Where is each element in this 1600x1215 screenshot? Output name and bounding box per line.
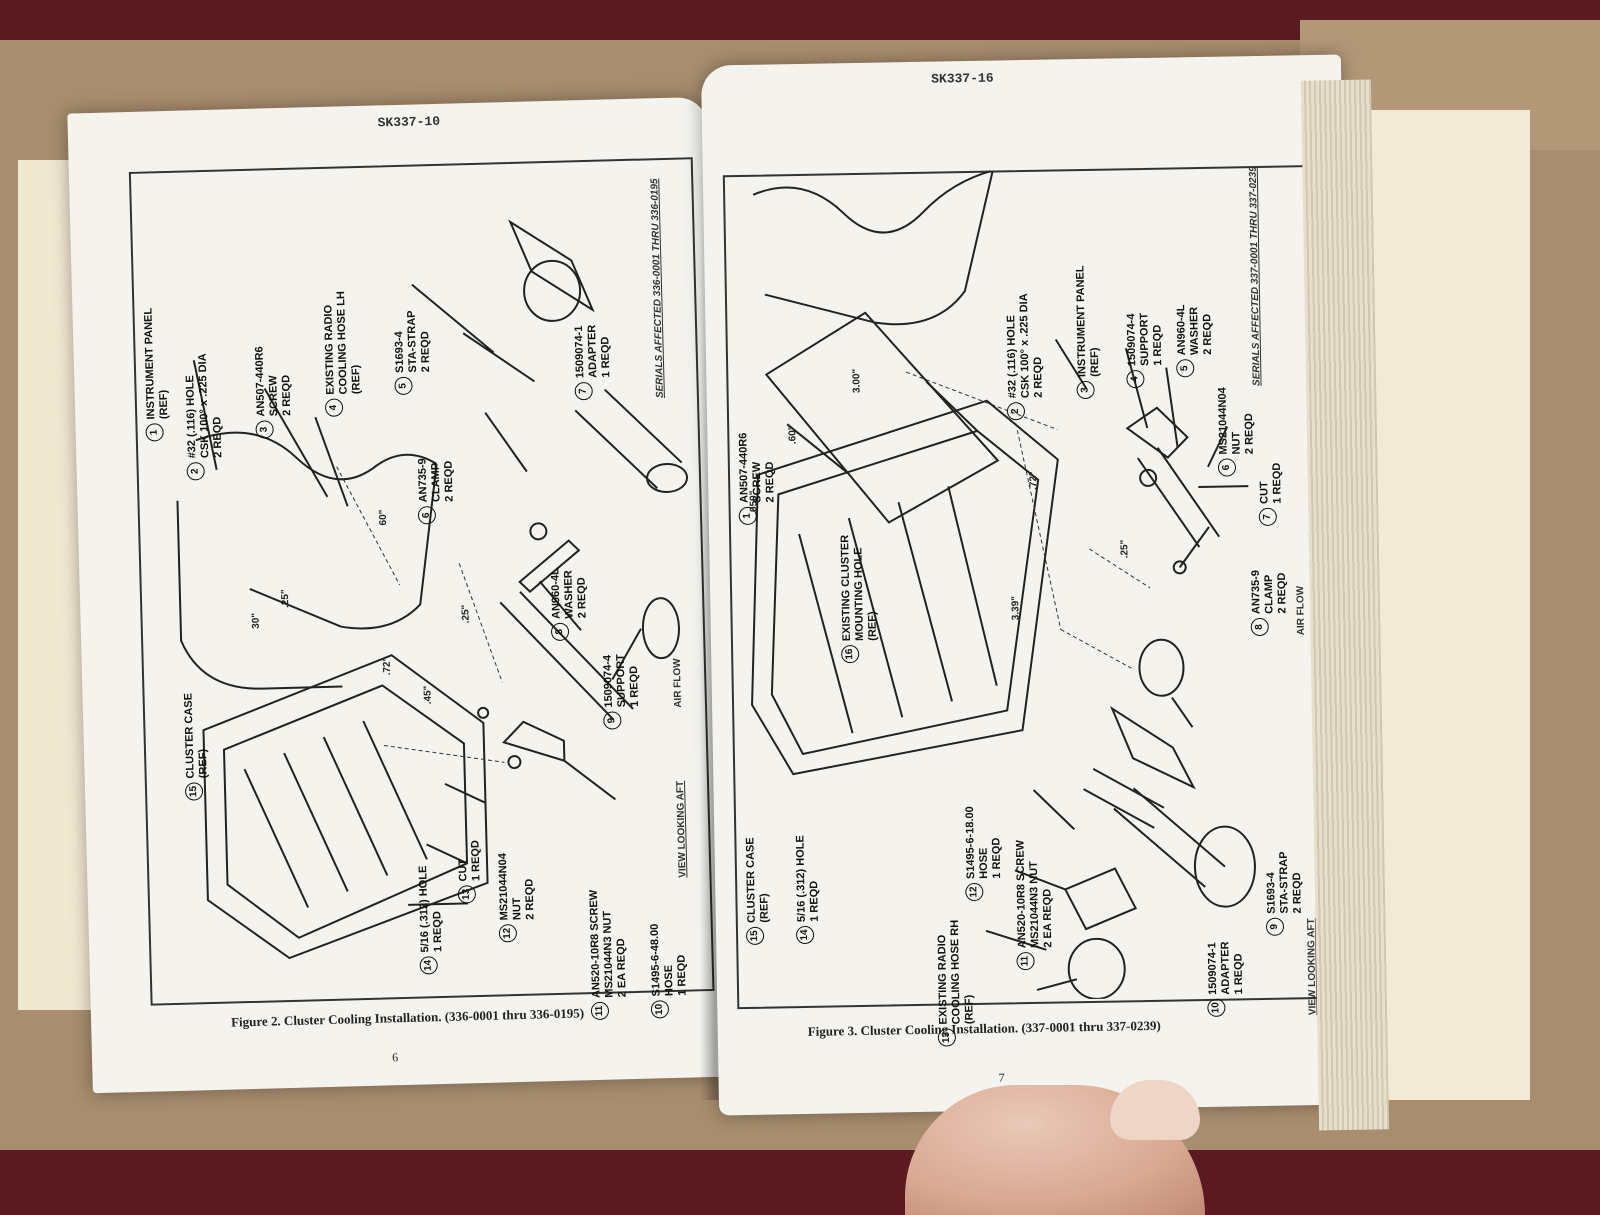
right-dim-050: .050": [748, 490, 760, 515]
right-dim-300: 3.00": [851, 368, 863, 394]
left-figure-caption: Figure 2. Cluster Cooling Installation. …: [230, 1005, 585, 1030]
left-dim-30: 30": [250, 612, 262, 629]
right-air-flow: AIR FLOW: [1295, 585, 1307, 636]
right-dim-25: .25": [1119, 539, 1131, 559]
left-dim-25a: .25": [460, 604, 472, 624]
right-page-number: 7: [998, 1070, 1005, 1085]
thumb: [1110, 1080, 1200, 1140]
left-dim-45: .45": [422, 685, 434, 705]
left-page-number: 6: [391, 1050, 399, 1065]
left-callout-1: 1INSTRUMENT PANEL(REF): [142, 307, 171, 442]
right-callout-15: 15CLUSTER CASE(REF): [744, 837, 772, 946]
left-dim-25b: .25": [279, 589, 292, 609]
right-page-header: SK337-16: [931, 70, 994, 87]
right-dim-339: 3.39": [1010, 595, 1022, 621]
left-callout-15: 15CLUSTER CASE(REF): [182, 692, 211, 801]
left-dim-72: .72": [381, 656, 394, 676]
instrument-panel-outline: [195, 431, 438, 481]
left-exploded-diagram: [176, 219, 689, 960]
right-dim-72: .72": [1028, 471, 1040, 491]
right-dim-60: .60": [787, 425, 799, 445]
left-page-header: SK337-10: [377, 113, 441, 131]
left-dim-60: 60": [377, 509, 390, 526]
cluster-case-outline: [202, 654, 489, 960]
right-page: SK337-16: [700, 54, 1360, 1116]
left-air-flow: AIR FLOW: [671, 658, 685, 708]
right-exploded-diagram: [751, 169, 1256, 1000]
right-callout-3: 3INSTRUMENT PANEL(REF): [1074, 265, 1102, 400]
right-figure-caption: Figure 3. Cluster Cooling Installation. …: [807, 1017, 1161, 1039]
right-cluster-case-outline: [751, 399, 1059, 776]
left-page: SK337-10: [67, 96, 733, 1094]
paper-pad-right: [1370, 110, 1530, 1100]
right-instrument-panel-outline: [752, 169, 994, 234]
